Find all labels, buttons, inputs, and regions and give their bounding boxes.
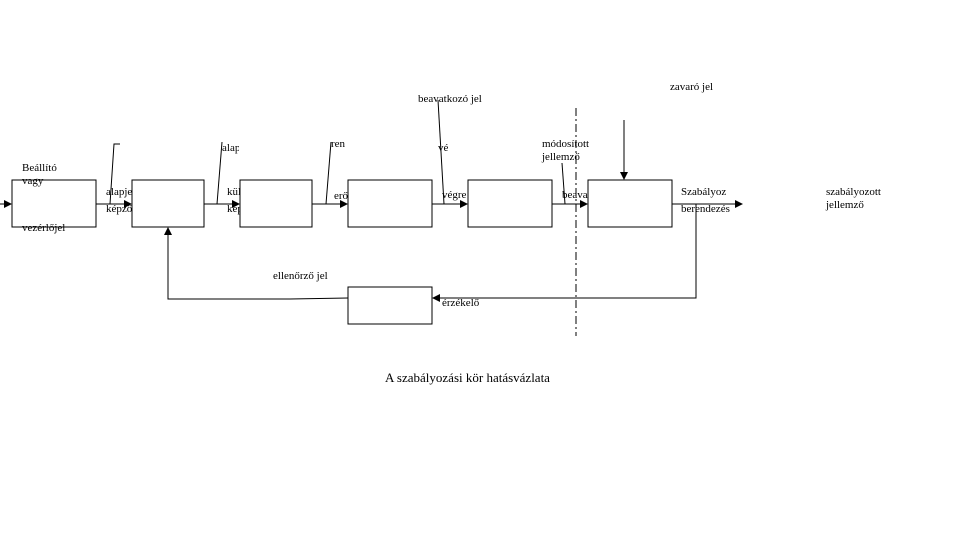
label-szabalyozott-jellemzo: szabályozott [826, 186, 881, 198]
block-amplifier [347, 179, 433, 228]
label-kulonbseg-kepzo: kép [227, 203, 240, 215]
block-reference-former [131, 179, 205, 228]
label-szabalyozott-jellemzo-2: jellemző [826, 199, 864, 211]
label-beavatkozo: beava [562, 189, 588, 201]
label-alapjel: alapje [106, 186, 132, 198]
label-modositott-jellemzo: jellemző [542, 151, 580, 163]
label-kulonbseg: kül [227, 186, 240, 198]
block-setpoint-device [11, 179, 97, 228]
block-sensor [347, 286, 433, 325]
label-zavaro-jel: zavaró jel [670, 81, 714, 93]
label-beavatkozo-jel: beavatkozó jel [418, 93, 482, 105]
leader-alap [216, 141, 223, 205]
label-rendelkezo-top: ren [331, 138, 346, 150]
label-modositott: módosított [542, 138, 590, 150]
leader-ren [325, 141, 332, 205]
leader-modositott [561, 162, 566, 205]
leader-alapjel [109, 143, 120, 205]
label-szabalyozott-berendezes-2: berendezés [681, 203, 730, 215]
label-vegrehajto-top: vé [438, 142, 449, 154]
block-actuator [467, 179, 553, 228]
leader-beavatkozo-jel [437, 99, 445, 205]
label-beallito: Beállító [22, 162, 57, 174]
label-vezerlojel: vezérlőjel [22, 222, 66, 234]
label-vagy: vagy [22, 175, 44, 187]
block-difference-former [239, 179, 313, 228]
label-erzekelo: érzékelő [442, 297, 480, 309]
label-vegrehajto: végre [442, 189, 467, 201]
feedback-to-sensor [432, 204, 697, 302]
diagram-caption: A szabályozási kör hatásvázlata [385, 370, 550, 385]
label-ellenorzo-jel: ellenőrző jel [273, 270, 328, 282]
label-kepzo: képző [106, 203, 132, 215]
label-alap-top: alap [222, 142, 239, 154]
feedback-to-reference [164, 227, 349, 300]
block-controlled-system [587, 179, 673, 228]
label-erosito: erő [334, 190, 348, 202]
label-szabalyozott-berendezes: Szabályoz [681, 186, 727, 198]
